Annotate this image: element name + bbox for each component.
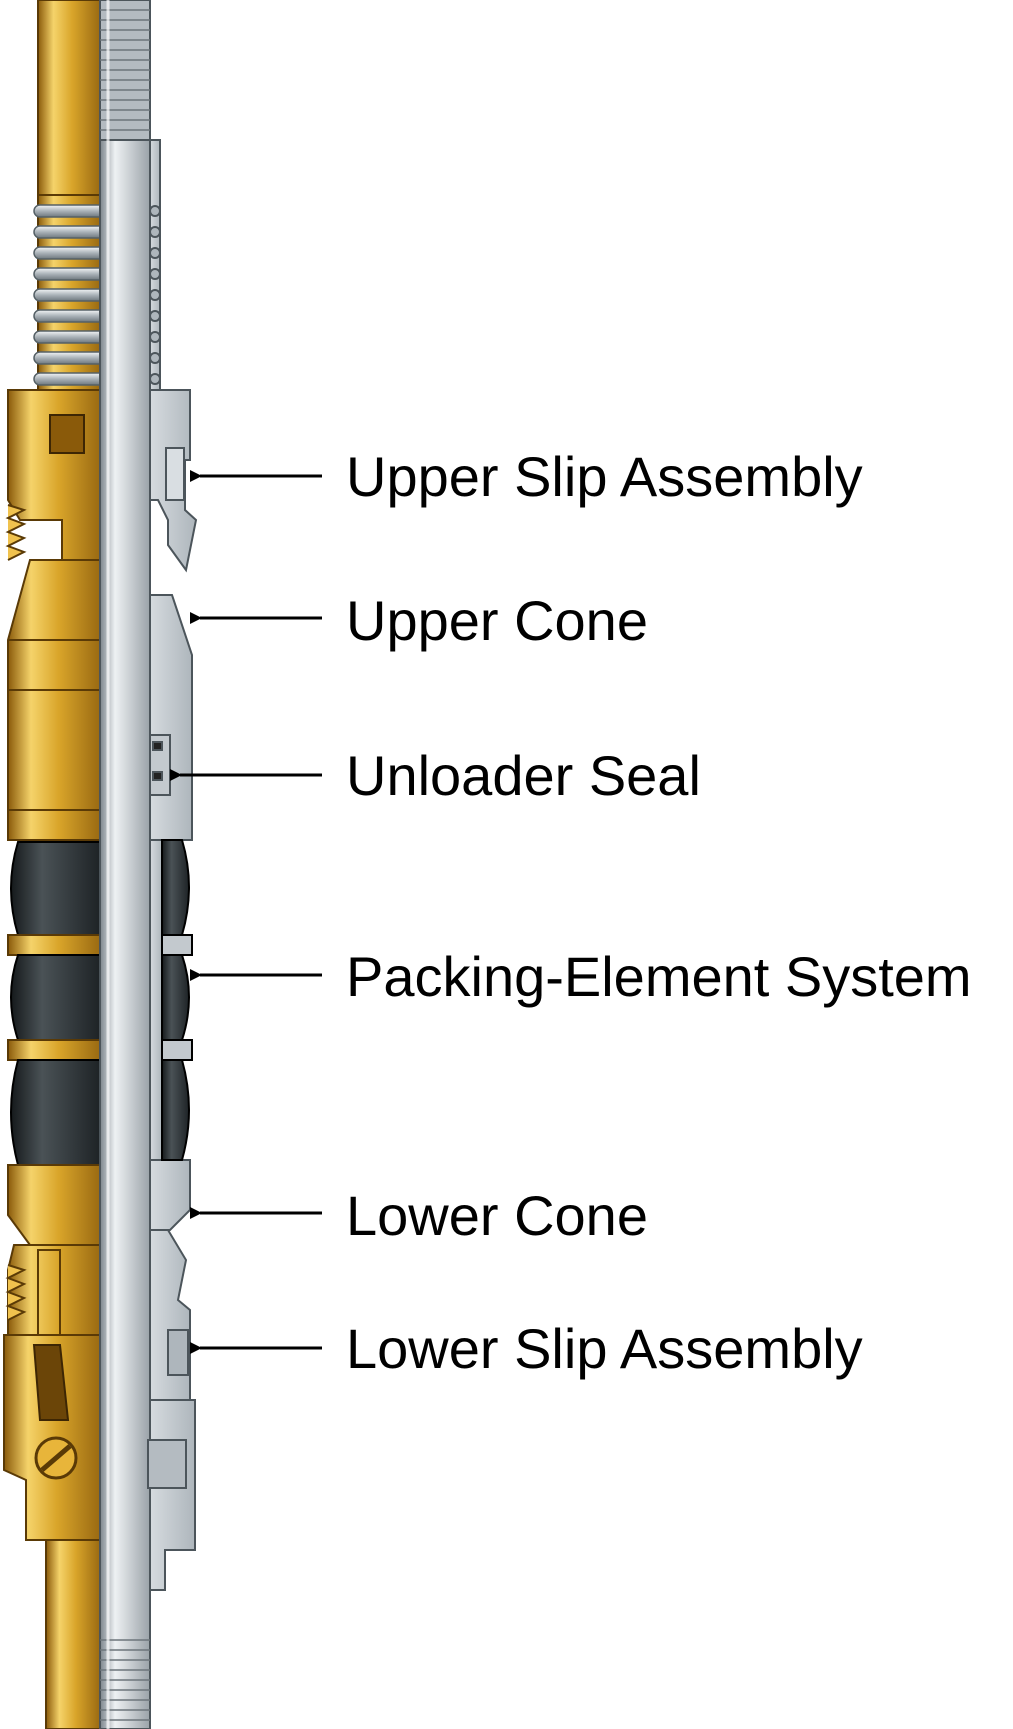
upper-cone-body — [7, 559, 101, 841]
label-lower-cone: Lower Cone — [346, 1184, 648, 1247]
spacer-ring-1 — [7, 934, 101, 956]
label-upper-slip-assembly: Upper Slip Assembly — [346, 445, 863, 508]
lower-cone-body — [7, 1164, 101, 1246]
label-packing-element-system: Packing-Element System — [346, 945, 972, 1008]
cutaway-section — [147, 139, 198, 1591]
packing-element-1 — [10, 841, 101, 936]
lower-slip-body — [7, 1244, 101, 1336]
bottom-sub — [45, 1539, 101, 1729]
label-unloader-seal: Unloader Seal — [346, 744, 701, 807]
packing-element-3 — [10, 1059, 101, 1166]
spacer-ring-2 — [7, 1039, 101, 1061]
label-upper-cone: Upper Cone — [346, 589, 648, 652]
packing-element-sections — [161, 839, 193, 1161]
packing-element-2 — [10, 954, 101, 1041]
upper-slip-teeth-left — [5, 504, 27, 561]
center-mandrel — [99, 0, 151, 1729]
callout-arrows — [170, 470, 322, 1354]
lower-slip-teeth-left — [5, 1264, 27, 1321]
spring — [33, 204, 107, 386]
top-mandrel — [37, 0, 101, 201]
callout-labels: Upper Slip Assembly Upper Cone Unloader … — [346, 445, 972, 1380]
label-lower-slip-assembly: Lower Slip Assembly — [346, 1317, 863, 1380]
